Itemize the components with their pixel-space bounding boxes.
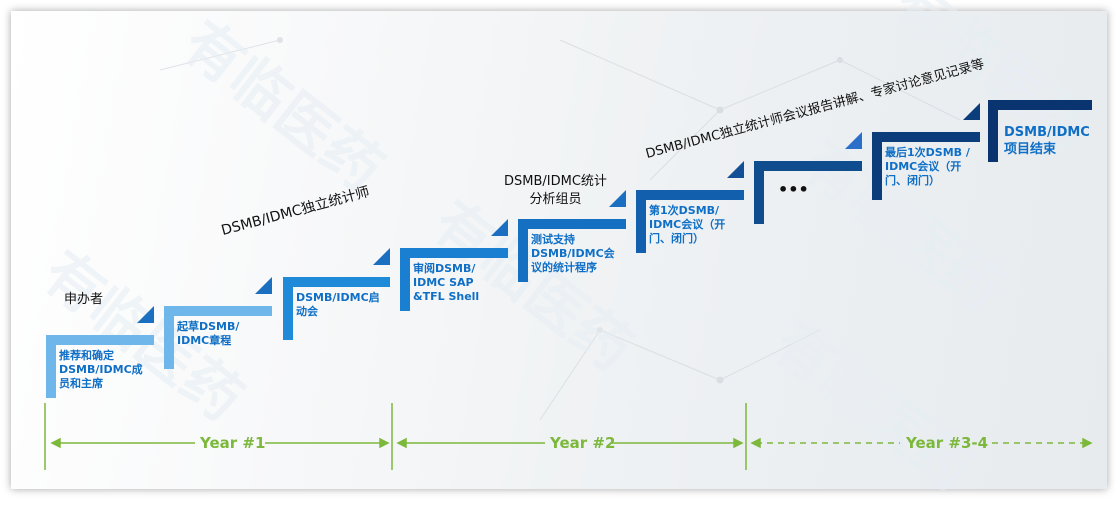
step-text: DSMB/IDMC 项目结束 — [1004, 125, 1090, 157]
step-ellipsis: ••• — [754, 161, 862, 224]
step-text: DSMB/IDMC启 动会 — [296, 291, 380, 318]
step-arrow-triangle — [373, 248, 390, 265]
role-label-statistical-group: DSMB/IDMC统计 分析组员 — [504, 174, 607, 207]
step-first-meeting: 第1次DSMB/ IDMC会议（开 门、闭门） — [636, 190, 744, 253]
step-last-meeting: 最后1次DSMB / IDMC会议（开 门、闭门） — [872, 132, 980, 200]
step-recommend-members: 推荐和确定 DSMB/IDMC成 员和主席 — [46, 335, 154, 398]
step-arrow-triangle — [491, 219, 508, 236]
step-test-programs: 测试支持 DSMB/IDMC会 议的统计程序 — [518, 219, 626, 282]
step-project-end: DSMB/IDMC 项目结束 — [988, 100, 1092, 162]
step-arrow-triangle — [727, 161, 744, 178]
diagram-card — [11, 11, 1107, 489]
role-label-sponsor: 申办者 — [64, 292, 104, 307]
step-text: 第1次DSMB/ IDMC会议（开 门、闭门） — [649, 204, 726, 245]
step-text: 起草DSMB/ IDMC章程 — [177, 320, 240, 347]
step-text: 审阅DSMB/ IDMC SAP &TFL Shell — [413, 262, 480, 303]
step-kickoff-meeting: DSMB/IDMC启 动会 — [283, 277, 390, 340]
step-arrow-triangle — [609, 190, 626, 207]
step-text: 测试支持 DSMB/IDMC会 议的统计程序 — [531, 233, 615, 274]
timeline-year-3-4: Year #3-4 — [906, 434, 989, 452]
step-text: 推荐和确定 DSMB/IDMC成 员和主席 — [59, 349, 143, 390]
ellipsis-text: ••• — [778, 180, 809, 199]
step-arrow-triangle — [845, 132, 862, 149]
step-review-sap: 审阅DSMB/ IDMC SAP &TFL Shell — [400, 248, 508, 311]
step-text: 最后1次DSMB / IDMC会议（开 门、闭门） — [885, 146, 970, 187]
step-arrow-triangle — [137, 306, 154, 323]
timeline-year-1: Year #1 — [200, 434, 266, 452]
timeline-year-2: Year #2 — [550, 434, 616, 452]
step-arrow-triangle — [255, 277, 272, 294]
step-draft-charter: 起草DSMB/ IDMC章程 — [164, 306, 272, 369]
step-arrow-triangle — [963, 103, 980, 120]
